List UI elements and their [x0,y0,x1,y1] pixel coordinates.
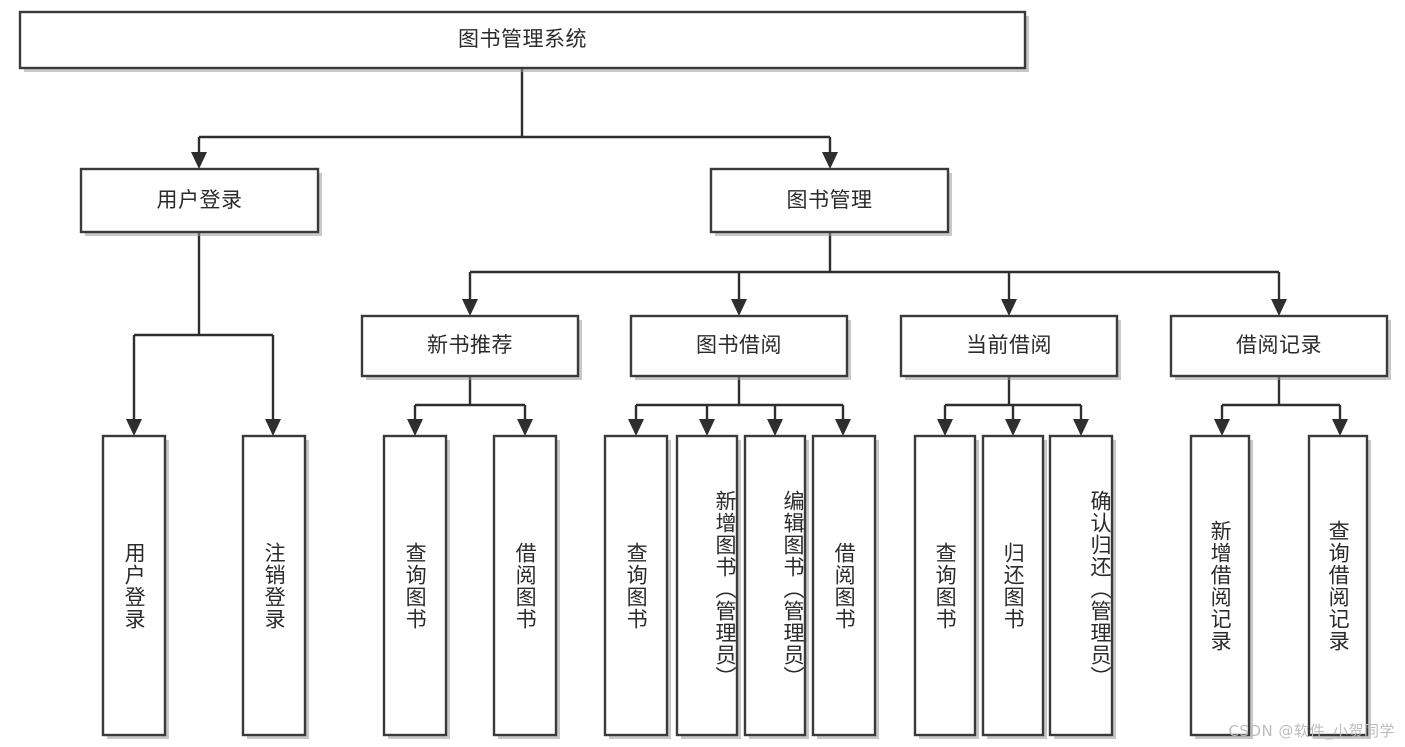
box-leaf-book-borrow-3[interactable] [811,434,879,739]
box-leaf-book-borrow-1[interactable] [675,434,741,739]
box-leaf-current-borrow-0[interactable] [913,434,979,739]
box-root[interactable] [18,10,1029,72]
box-book-borrow[interactable] [629,314,851,380]
box-leaf-current-borrow-2[interactable] [1048,434,1116,739]
connector-userlogin-to-leaves [126,232,281,436]
connector-bookmgmt-to-level3 [462,232,1287,316]
connector-borrowrecord-to-leaves [1214,376,1348,436]
box-leaf-user-login-1[interactable] [241,434,309,739]
box-leaf-book-borrow-2[interactable] [743,434,809,739]
box-new-book-recommend[interactable] [360,314,582,380]
box-book-management[interactable] [709,167,952,236]
connector-currentborrow-to-leaves [937,376,1089,436]
box-borrow-record[interactable] [1169,314,1391,380]
connector-newbook-to-leaves [407,376,533,436]
box-leaf-user-login-0[interactable] [101,434,169,739]
connector-bookborrow-to-leaves [628,376,851,436]
box-leaf-current-borrow-1[interactable] [981,434,1047,739]
connector-root-to-level2 [191,68,838,169]
box-leaf-borrow-record-0[interactable] [1189,434,1253,739]
box-leaf-book-borrow-0[interactable] [603,434,671,739]
box-leaf-new-book-0[interactable] [382,434,450,739]
box-leaf-new-book-1[interactable] [492,434,560,739]
box-leaf-borrow-record-1[interactable] [1307,434,1371,739]
box-user-login[interactable] [79,167,322,236]
box-current-borrow[interactable] [899,314,1121,380]
